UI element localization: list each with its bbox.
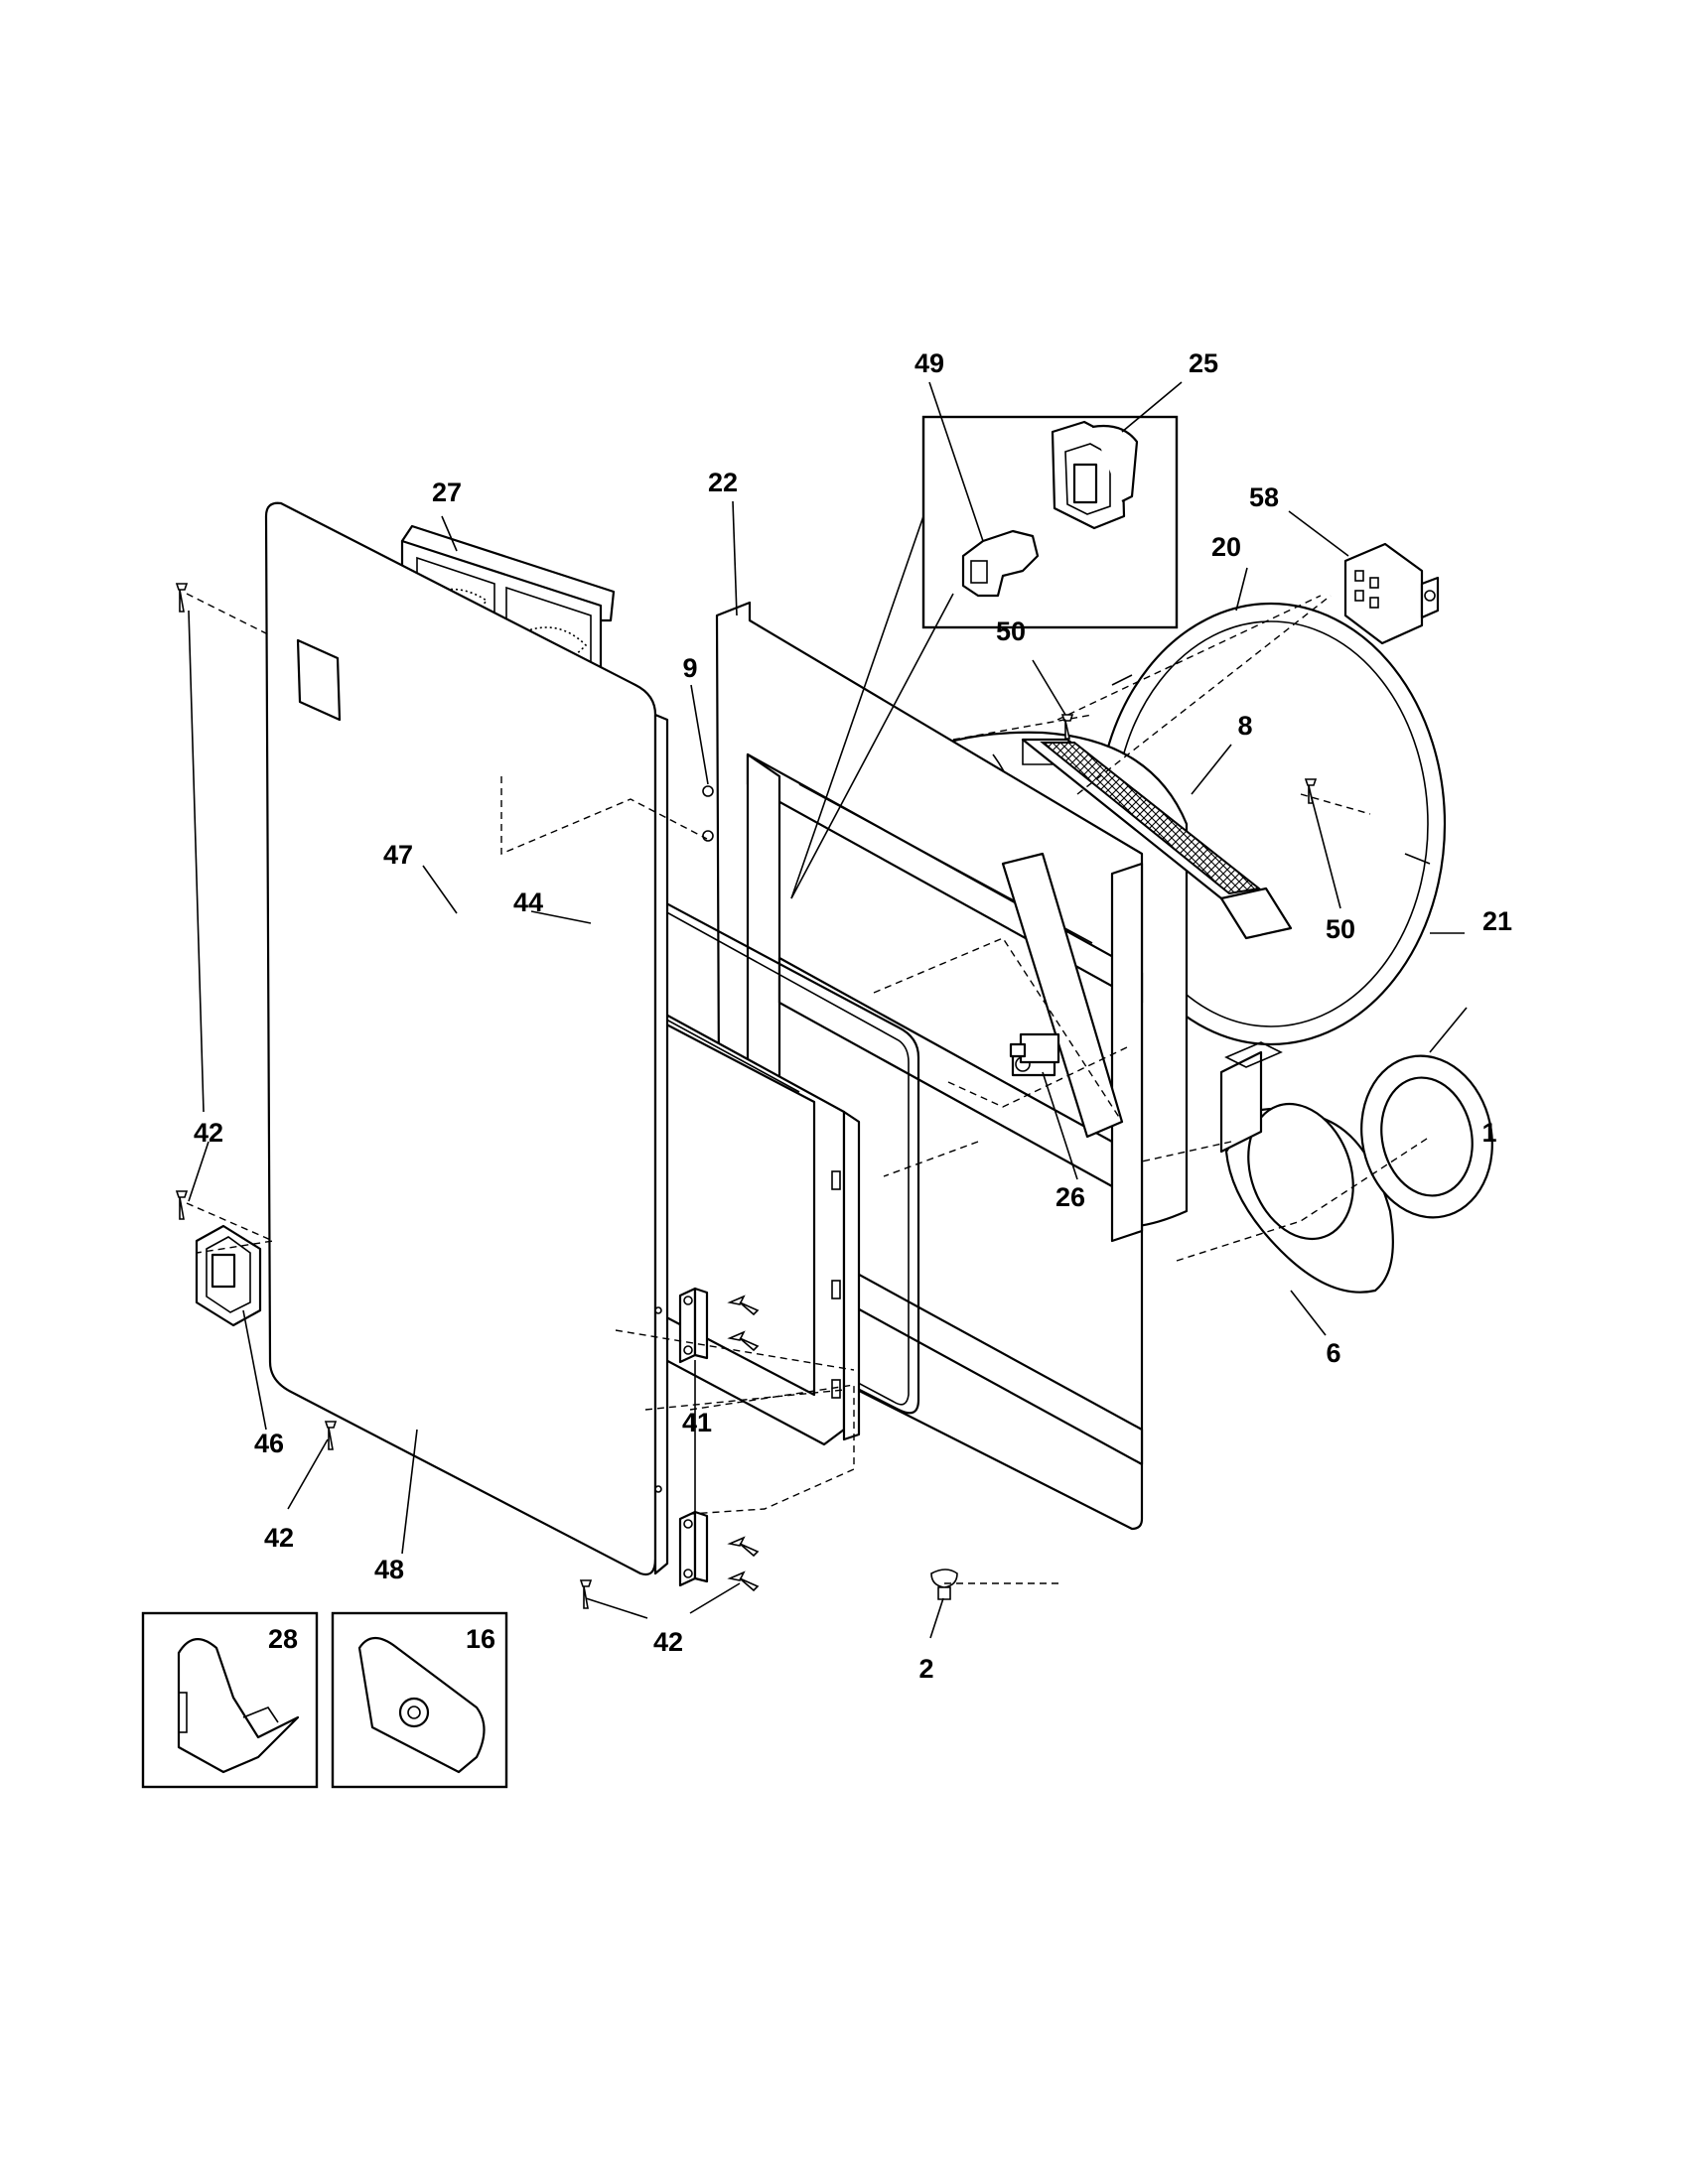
hinge-part xyxy=(678,1287,709,1587)
callout-labels: 1 2 6 8 9 16 20 21 22 25 26 27 28 41 42 … xyxy=(194,348,1512,1684)
leader-lines xyxy=(188,381,1468,1639)
callout-28: 28 xyxy=(268,1624,298,1654)
callout-25: 25 xyxy=(1189,348,1218,378)
callout-50-right: 50 xyxy=(1326,914,1355,944)
callout-20: 20 xyxy=(1211,532,1241,562)
callout-27: 27 xyxy=(432,478,462,507)
callout-21: 21 xyxy=(1482,906,1512,936)
callout-6: 6 xyxy=(1326,1338,1340,1368)
callout-46: 46 xyxy=(254,1429,284,1458)
callout-49: 49 xyxy=(914,348,944,378)
door-handle-part xyxy=(195,1224,262,1327)
callout-50-top: 50 xyxy=(996,616,1026,646)
inset-clip-16 xyxy=(331,1611,508,1789)
inset-switch-detail xyxy=(921,415,1179,629)
thermostat-part xyxy=(1343,542,1440,645)
inset-pointer xyxy=(790,515,954,899)
duct-ring-part xyxy=(1360,1054,1493,1219)
sensor-part xyxy=(1009,1032,1060,1064)
callout-9: 9 xyxy=(682,653,697,683)
callout-16: 16 xyxy=(466,1624,495,1654)
callout-42-left: 42 xyxy=(194,1118,223,1148)
callout-8: 8 xyxy=(1237,711,1252,741)
screws xyxy=(175,583,1318,1609)
callout-41: 41 xyxy=(682,1408,712,1437)
callout-42-bottom: 42 xyxy=(264,1523,294,1553)
callout-44: 44 xyxy=(513,887,543,917)
inset-clip-28 xyxy=(141,1611,319,1789)
callout-48: 48 xyxy=(374,1555,404,1584)
assembly-lines xyxy=(186,593,1431,1584)
exhaust-duct-part xyxy=(1219,1041,1394,1294)
outer-door-panel-part xyxy=(264,501,669,1576)
lint-screen-housing-part xyxy=(1021,738,1293,940)
callout-58: 58 xyxy=(1249,482,1279,512)
callout-22: 22 xyxy=(708,468,738,497)
callout-42-hinge: 42 xyxy=(653,1627,683,1657)
callout-2: 2 xyxy=(918,1654,933,1684)
callout-47: 47 xyxy=(383,840,413,870)
callout-1: 1 xyxy=(1481,1118,1496,1148)
callout-26: 26 xyxy=(1055,1182,1085,1212)
